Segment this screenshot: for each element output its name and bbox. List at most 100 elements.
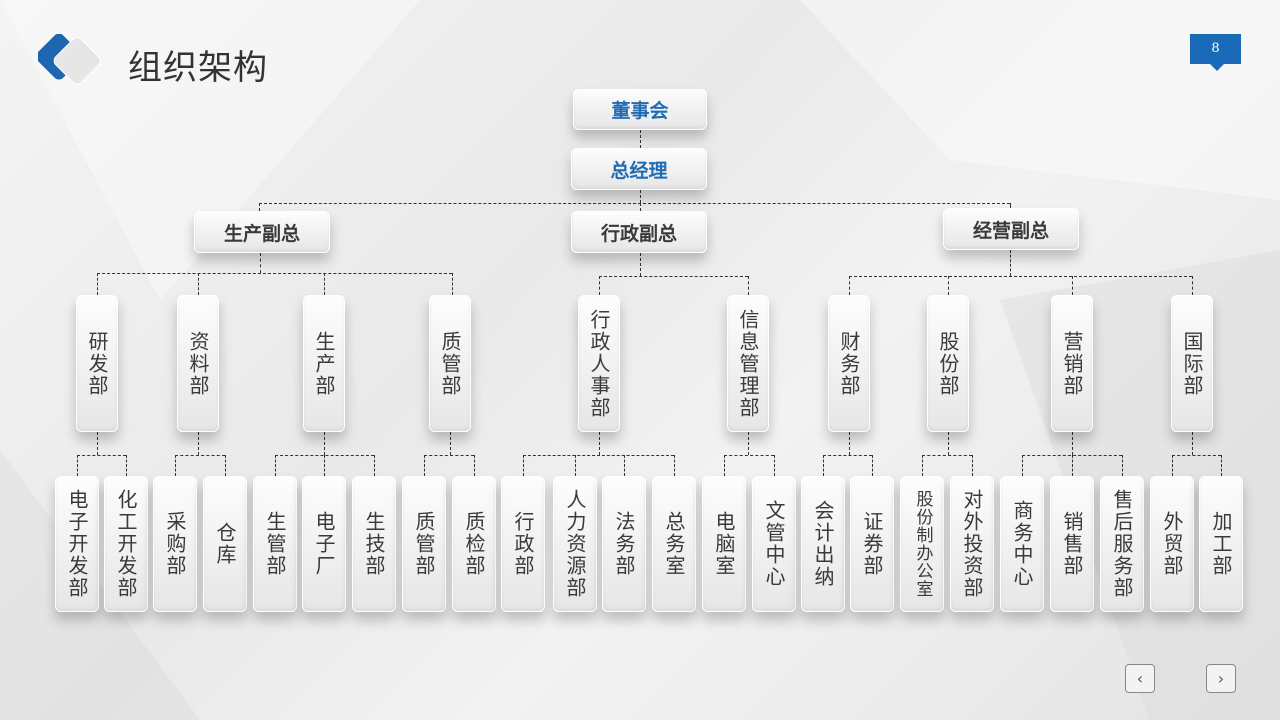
connector-line (948, 432, 949, 455)
connector-line (1072, 276, 1073, 295)
subunit-box: 外贸部 (1150, 476, 1194, 612)
department-box: 生产部 (303, 295, 345, 432)
connector-line (126, 455, 127, 476)
connector-line (599, 276, 600, 295)
subunit-box: 质检部 (452, 476, 496, 612)
page-title: 组织架构 (128, 48, 268, 88)
connector-line (324, 273, 325, 295)
connector-line (97, 273, 452, 274)
subunit-box: 法务部 (602, 476, 646, 612)
connector-line (624, 455, 625, 476)
connector-line (640, 190, 641, 203)
connector-line (1172, 455, 1173, 476)
connector-line (77, 455, 78, 476)
department-box: 研发部 (76, 295, 118, 432)
connector-line (324, 455, 325, 476)
next-slide-button[interactable]: › (1206, 664, 1236, 693)
connector-line (175, 455, 176, 476)
subunit-box: 总务室 (652, 476, 696, 612)
logo-icon (38, 34, 101, 85)
connector-line (424, 455, 425, 476)
general-manager-box: 总经理 (571, 148, 707, 190)
connector-line (198, 432, 199, 455)
connector-line (77, 455, 126, 456)
connector-line (823, 455, 824, 476)
connector-line (523, 455, 674, 456)
connector-line (225, 455, 226, 476)
connector-line (849, 276, 850, 295)
subunit-box: 生技部 (352, 476, 396, 612)
department-box: 信息管理部 (727, 295, 769, 432)
subunit-box: 质管部 (402, 476, 446, 612)
department-box: 质管部 (429, 295, 471, 432)
connector-line (575, 455, 576, 476)
board-box: 董事会 (573, 89, 707, 130)
connector-line (724, 455, 774, 456)
subunit-box: 采购部 (153, 476, 197, 612)
connector-line (1172, 455, 1221, 456)
connector-line (774, 455, 775, 476)
connector-line (523, 455, 524, 476)
vp-box: 经营副总 (943, 208, 1079, 250)
connector-line (1072, 455, 1073, 476)
connector-line (599, 432, 600, 455)
connector-line (324, 432, 325, 455)
subunit-box: 会计出纳 (801, 476, 845, 612)
vp-box: 生产副总 (194, 211, 330, 253)
subunit-box: 商务中心 (1000, 476, 1044, 612)
connector-line (948, 276, 949, 295)
connector-line (1221, 455, 1222, 476)
subunit-box: 化工开发部 (104, 476, 148, 612)
connector-line (198, 273, 199, 295)
subunit-box: 加工部 (1199, 476, 1243, 612)
connector-line (374, 455, 375, 476)
subunit-box: 仓库 (203, 476, 247, 612)
department-box: 股份部 (927, 295, 969, 432)
connector-line (724, 455, 725, 476)
connector-line (922, 455, 923, 476)
connector-line (748, 276, 749, 295)
subunit-box: 售后服务部 (1100, 476, 1144, 612)
connector-line (972, 455, 973, 476)
department-box: 资料部 (177, 295, 219, 432)
connector-line (823, 455, 872, 456)
subunit-box: 销售部 (1050, 476, 1094, 612)
subunit-box: 文管中心 (752, 476, 796, 612)
connector-line (748, 432, 749, 455)
connector-line (275, 455, 276, 476)
connector-line (849, 276, 1192, 277)
subunit-box: 电子开发部 (55, 476, 99, 612)
connector-line (259, 203, 260, 211)
subunit-box: 行政部 (501, 476, 545, 612)
connector-line (640, 130, 641, 148)
connector-line (97, 273, 98, 295)
subunit-box: 生管部 (253, 476, 297, 612)
connector-line (424, 455, 474, 456)
vp-box: 行政副总 (571, 211, 707, 253)
connector-line (450, 432, 451, 455)
department-box: 财务部 (828, 295, 870, 432)
connector-line (474, 455, 475, 476)
department-box: 行政人事部 (578, 295, 620, 432)
connector-line (1010, 250, 1011, 276)
connector-line (922, 455, 972, 456)
department-box: 国际部 (1171, 295, 1213, 432)
department-box: 营销部 (1051, 295, 1093, 432)
prev-slide-button[interactable]: ‹ (1125, 664, 1155, 693)
connector-line (175, 455, 225, 456)
page-number-badge: 8 (1190, 34, 1241, 71)
connector-line (452, 273, 453, 295)
connector-line (872, 455, 873, 476)
subunit-box: 电脑室 (702, 476, 746, 612)
subunit-box: 电子厂 (302, 476, 346, 612)
connector-line (1192, 276, 1193, 295)
connector-line (1192, 432, 1193, 455)
connector-line (674, 455, 675, 476)
connector-line (1122, 455, 1123, 476)
connector-line (599, 276, 748, 277)
connector-line (1010, 203, 1011, 208)
connector-line (640, 253, 641, 276)
connector-line (849, 432, 850, 455)
connector-line (260, 253, 261, 273)
subunit-box: 对外投资部 (950, 476, 994, 612)
